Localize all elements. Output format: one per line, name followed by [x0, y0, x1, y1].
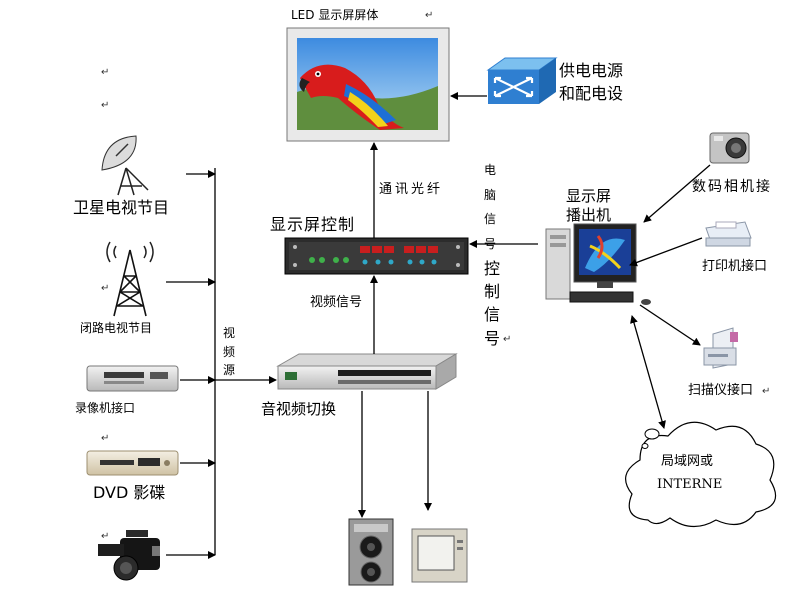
satellite-tv-label: 卫星电视节目: [73, 198, 170, 217]
vcr-label: 录像机接口: [75, 401, 136, 415]
power-label-line1: 供电电源: [559, 61, 624, 80]
speaker-icon: [348, 518, 394, 586]
led-screen-title: LED 显示屏屏体: [291, 8, 379, 22]
scanner-icon: [703, 327, 738, 369]
power-distribution-icon: [486, 57, 558, 104]
digital-camera-icon: [709, 132, 750, 164]
switcher-label: 音视频切换: [261, 400, 337, 418]
paragraph-mark: ↵: [425, 10, 434, 21]
player-label-line1: 显示屏: [566, 187, 612, 205]
lan-internet-cloud: [625, 421, 777, 528]
scanner-label: 扫描仪接口: [688, 383, 754, 398]
control-signal-label: 控制信号: [483, 259, 500, 348]
lan-label-line1: 局域网或: [661, 454, 714, 469]
connections: [166, 92, 711, 559]
vcr-icon: [86, 365, 179, 392]
lan-label-line2: INTERNE: [657, 477, 723, 492]
paragraph-mark: ↵: [101, 433, 110, 444]
video-signal-label: 视频信号: [310, 295, 363, 310]
controller-label: 显示屏控制: [270, 215, 356, 234]
paragraph-mark: ↵: [101, 531, 110, 542]
paragraph-mark: ↵: [101, 100, 110, 111]
av-switcher-unit: [276, 353, 458, 390]
power-label-line2: 和配电设: [559, 84, 624, 103]
paragraph-mark: ↵: [762, 386, 771, 397]
video-source-label: 视频源: [222, 326, 235, 378]
paragraph-mark: ↵: [101, 67, 110, 78]
dvd-player-icon: [86, 450, 179, 476]
printer-icon: [705, 221, 752, 247]
satellite-dish-icon: [101, 135, 149, 196]
paragraph-mark: ↵: [503, 334, 512, 345]
cctv-label: 闭路电视节目: [80, 321, 153, 335]
pc-signal-label: 电脑信号: [483, 163, 496, 251]
player-label-line2: 播出机: [566, 206, 612, 224]
led-screen: [286, 27, 450, 142]
fiber-label: 通讯光纤: [379, 182, 444, 197]
screen-controller-unit: [284, 237, 469, 275]
camcorder-icon: [98, 530, 160, 581]
broadcast-tower-icon: [106, 241, 154, 317]
camera-label: 数码相机接: [692, 179, 772, 195]
player-computer-icon: [545, 223, 651, 305]
tv-monitor-icon: [411, 528, 468, 583]
printer-label: 打印机接口: [702, 259, 768, 274]
dvd-label: DVD 影碟: [93, 483, 166, 502]
paragraph-mark: ↵: [101, 283, 110, 294]
